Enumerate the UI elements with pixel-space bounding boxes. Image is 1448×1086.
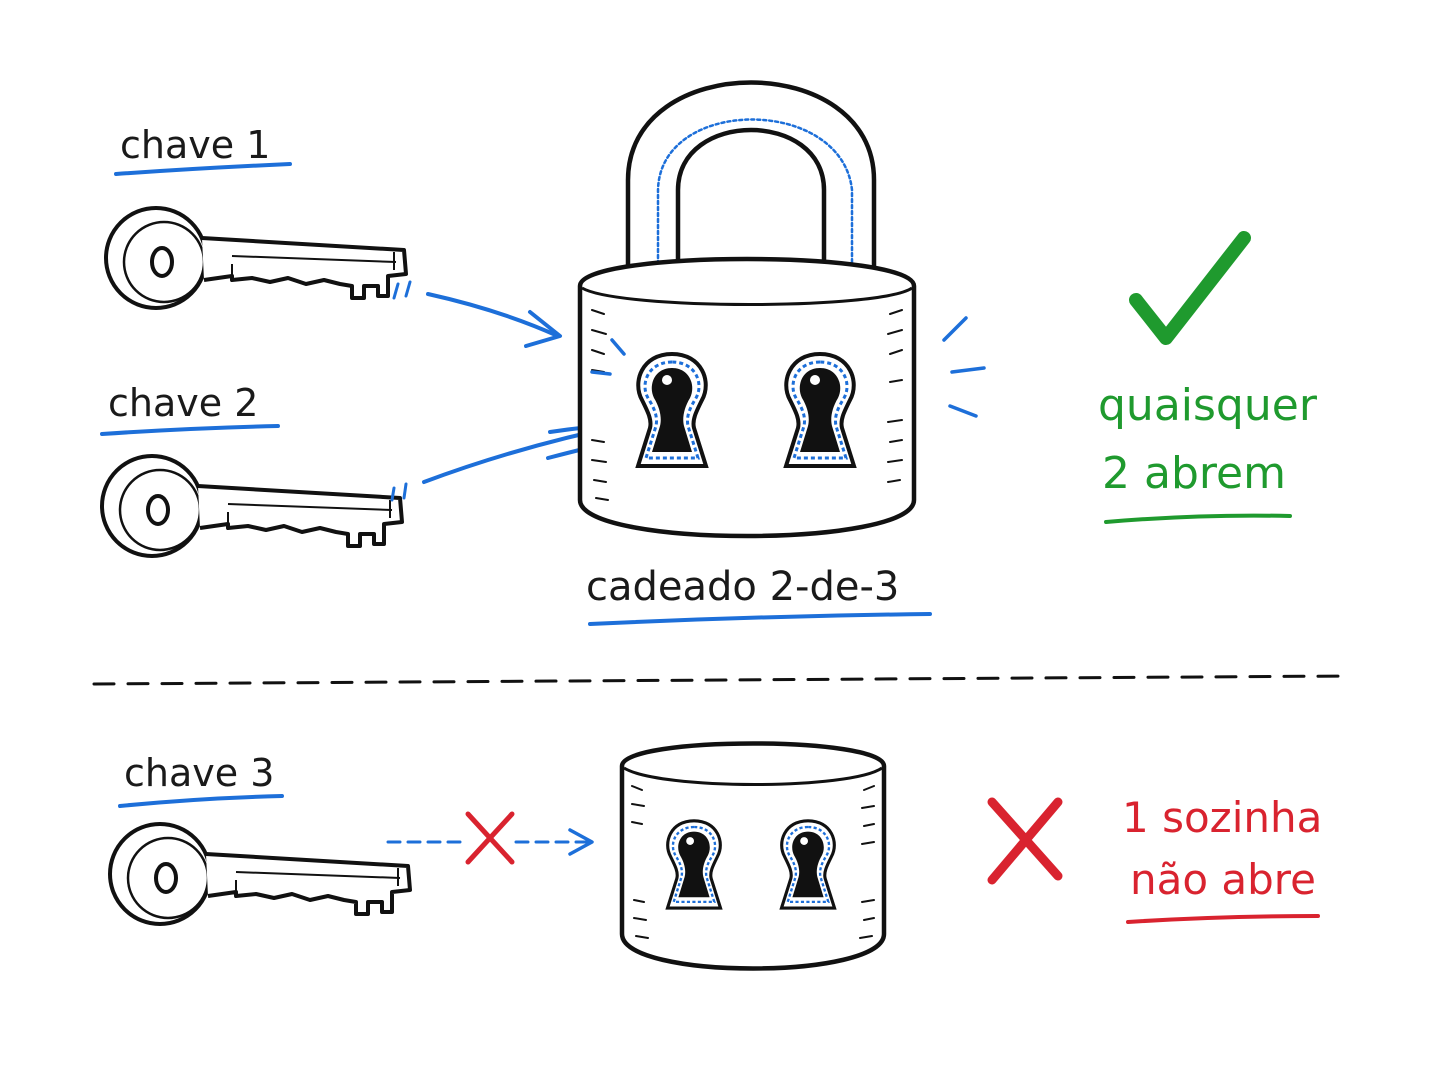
key-3-underline <box>118 794 284 808</box>
key-2-label: chave 2 <box>108 381 258 425</box>
key-1: chave 1 <box>104 123 408 310</box>
success-underline <box>1104 513 1292 524</box>
shackle <box>625 80 877 281</box>
section-divider <box>92 674 1352 686</box>
key-1-arrow <box>392 280 562 348</box>
failure-underline <box>1126 914 1320 924</box>
keyhole-left-icon <box>665 819 723 910</box>
padlock-label-underline <box>588 612 932 626</box>
key-3-label: chave 3 <box>124 751 274 795</box>
x-icon <box>987 797 1063 885</box>
closed-body <box>619 741 887 971</box>
open-spark-lines <box>590 316 986 418</box>
key-icon <box>100 454 404 558</box>
padlock-body-closed <box>619 741 887 971</box>
key-3-blocked-arrow <box>386 811 594 865</box>
key-icon <box>108 822 412 926</box>
key-2: chave 2 <box>100 381 404 558</box>
keyhole-right-icon <box>779 819 837 910</box>
success-outcome: quaisquer 2 abrem <box>1098 231 1318 524</box>
key-2-underline <box>100 424 280 436</box>
key-icon <box>104 206 408 310</box>
padlock-label: cadeado 2-de-3 <box>586 564 899 610</box>
blocked-x-icon <box>465 811 515 865</box>
keyhole-left-icon <box>636 352 708 468</box>
shackle-shading <box>656 118 854 272</box>
failure-line-2: não abre <box>1130 855 1316 904</box>
failure-outcome: 1 sozinha não abre <box>987 793 1322 924</box>
check-icon <box>1129 231 1251 345</box>
key-1-underline <box>114 162 292 176</box>
success-line-1: quaisquer <box>1098 380 1318 431</box>
key-3: chave 3 <box>108 751 412 926</box>
key-1-label: chave 1 <box>120 123 270 167</box>
success-line-2: 2 abrem <box>1102 448 1286 499</box>
padlock-2-of-3: cadeado 2-de-3 <box>577 80 986 626</box>
keyhole-right-icon <box>784 352 856 468</box>
failure-line-1: 1 sozinha <box>1122 793 1322 842</box>
